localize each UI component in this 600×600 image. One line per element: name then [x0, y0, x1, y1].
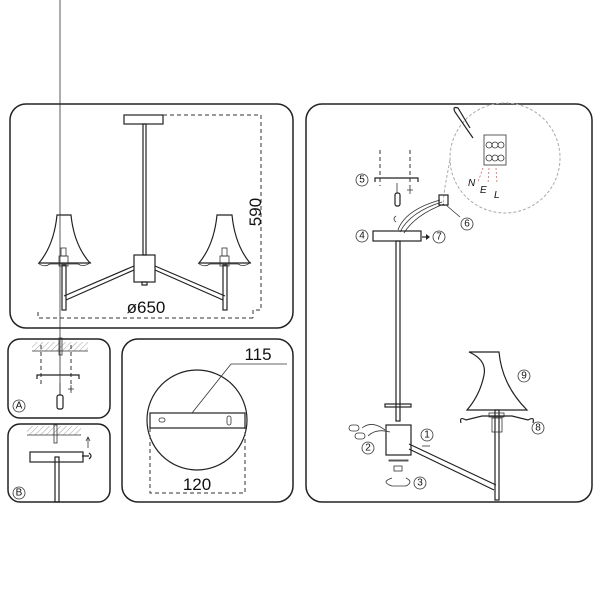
plate-diameter-label: 120 — [183, 475, 211, 494]
callout-8: 8 — [531, 421, 545, 435]
svg-text:9: 9 — [521, 371, 527, 382]
shade-holder — [459, 415, 535, 424]
svg-text:5: 5 — [359, 175, 365, 186]
svg-text:1: 1 — [424, 430, 430, 441]
step-b-label: B — [16, 488, 23, 499]
step-a-panel: A — [7, 0, 111, 419]
height-label: 590 — [246, 198, 265, 226]
diameter-dimension-line — [37, 312, 253, 319]
svg-text:4: 4 — [359, 231, 365, 242]
wire-earth: E — [480, 185, 487, 196]
callout-1: 1 — [420, 428, 434, 447]
screwdriver-icon — [394, 183, 401, 207]
canopy-circle — [146, 369, 248, 471]
height-dimension-line — [163, 114, 262, 318]
left-arm — [61, 264, 135, 311]
diameter-label: ø650 — [127, 298, 166, 317]
overview-panel: 590 ø650 — [9, 103, 294, 329]
mounting-plate-panel: 115 120 — [121, 338, 294, 503]
callout-2: 2 — [361, 441, 375, 455]
svg-text:3: 3 — [417, 478, 423, 489]
screwdriver-icon — [56, 0, 64, 410]
svg-text:6: 6 — [464, 219, 470, 230]
wire-live: L — [494, 190, 500, 201]
terminal-block — [438, 194, 449, 206]
svg-text:2: 2 — [365, 443, 371, 454]
bar-width-label: 115 — [244, 345, 271, 364]
callout-3: 3 — [413, 476, 427, 490]
callout-4: 4 — [355, 229, 369, 243]
right-shade — [197, 214, 252, 267]
svg-text:7: 7 — [436, 232, 442, 243]
assembly-panel: N E L 1 2 — [305, 102, 593, 503]
callout-7: 7 — [432, 230, 446, 244]
callout-9: 9 — [517, 369, 531, 383]
bulb-holders — [348, 424, 391, 440]
step-b-panel: B — [7, 423, 111, 503]
mounting-bar — [149, 412, 246, 429]
rod — [395, 240, 401, 422]
svg-text:8: 8 — [535, 423, 541, 434]
wire-neutral: N — [468, 178, 476, 189]
step-a-label: A — [16, 401, 23, 412]
callout-6: 6 — [460, 217, 474, 231]
right-arm — [154, 264, 228, 311]
lamp-shade — [465, 351, 529, 411]
callout-5: 5 — [355, 173, 369, 187]
left-shade — [37, 214, 92, 267]
hub — [385, 424, 412, 456]
